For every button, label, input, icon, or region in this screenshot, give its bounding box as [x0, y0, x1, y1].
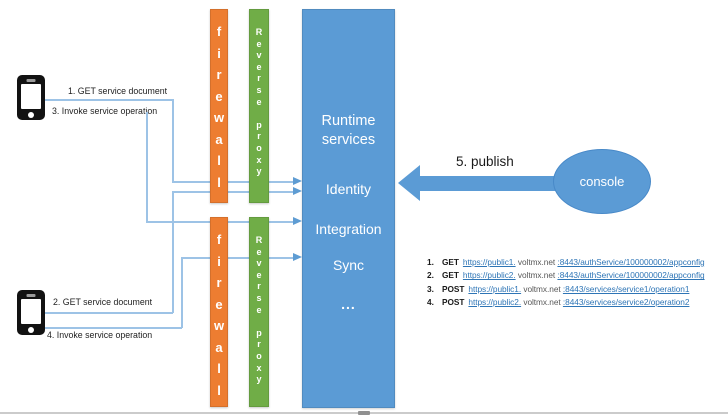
request-number: 2. [427, 270, 434, 281]
runtime-services-title: Runtime services [321, 113, 376, 148]
step-3-invoke-label: 3. Invoke service operation [52, 106, 158, 116]
phone-speaker [26, 294, 36, 297]
publish-arrow-head-icon [398, 165, 420, 201]
request-method: POST [442, 297, 465, 308]
connector-line [181, 257, 294, 259]
arrowhead-icon [293, 253, 302, 261]
connector-line [45, 312, 173, 314]
request-url-link[interactable]: https://public1. [468, 283, 522, 294]
request-domain: voltmx.net [521, 297, 563, 308]
console-node: console [553, 149, 651, 214]
arrowhead-icon [293, 187, 302, 195]
request-domain: voltmx.net [521, 283, 563, 294]
console-label: console [579, 174, 625, 189]
mobile-client-1-icon [17, 75, 45, 120]
phone-home-button [28, 326, 34, 333]
request-url-link[interactable]: :8443/services/service2/operation2 [562, 297, 690, 308]
sync-service-label: Sync [332, 257, 365, 273]
firewall-top-bar: f i r e w a l l [210, 9, 228, 203]
mobile-client-2-icon [17, 290, 45, 335]
identity-service-label: Identity [325, 181, 372, 197]
phone-screen [21, 299, 41, 324]
connector-line [172, 192, 174, 313]
connector-line [172, 191, 294, 193]
connector-line [146, 112, 148, 222]
request-method: POST [442, 283, 465, 294]
connector-line [45, 327, 182, 329]
request-url-link[interactable]: :8443/authService/100000002/appconfig [557, 257, 705, 267]
connector-line [45, 99, 173, 101]
request-url-link[interactable]: https://public1. [462, 257, 516, 267]
request-domain: voltmx.net [515, 257, 558, 267]
bottom-divider-handle [358, 411, 370, 415]
step-2-get-label: 2. GET service document [53, 297, 153, 307]
request-domain: voltmx.net [515, 270, 558, 281]
publish-step-label: 5. publish [456, 154, 514, 169]
request-url-link[interactable]: https://public2. [468, 297, 522, 308]
request-number: 3. [427, 283, 434, 294]
request-method: GET [442, 257, 459, 267]
reverse-proxy-bottom-bar: R e v e r s e p r o x y [249, 217, 269, 407]
more-services-label: ... [341, 296, 356, 312]
connector-line [181, 258, 183, 328]
request-number: 4. [427, 297, 434, 308]
connector-line [172, 99, 174, 182]
request-url-link[interactable]: https://public2. [462, 270, 516, 281]
phone-speaker [26, 79, 36, 82]
request-url-link[interactable]: :8443/authService/100000002/appconfig [557, 270, 705, 281]
request-method: GET [442, 270, 459, 281]
integration-service-label: Integration [315, 221, 382, 237]
publish-arrow-body [420, 176, 558, 191]
arrowhead-icon [293, 177, 302, 185]
request-number: 1. [427, 257, 434, 267]
phone-screen [21, 84, 41, 109]
reverse-proxy-top-bar: R e v e r s e p r o x y [249, 9, 269, 203]
runtime-services-box: Runtime services Identity Integration Sy… [302, 9, 395, 408]
arrowhead-icon [293, 217, 302, 225]
step-1-get-label: 1. GET service document [68, 86, 168, 96]
step-4-invoke-label: 4. Invoke service operation [47, 330, 153, 340]
phone-home-button [28, 111, 34, 118]
connector-line [172, 181, 294, 183]
firewall-bottom-bar: f i r e w a l l [210, 217, 228, 407]
request-url-link[interactable]: :8443/services/service1/operation1 [562, 283, 690, 294]
